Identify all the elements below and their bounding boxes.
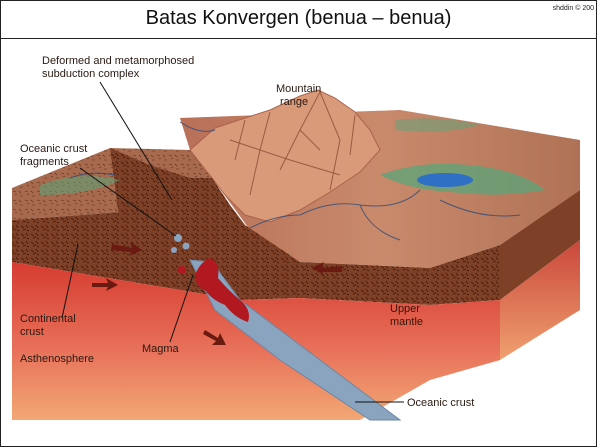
lake	[417, 173, 473, 187]
label-asthenosphere: Asthenosphere	[20, 353, 94, 365]
label-magma: Magma	[142, 343, 180, 355]
label-upper-mantle: Upper mantle	[390, 303, 423, 328]
label-oceanic-crust: Oceanic crust	[407, 397, 474, 409]
fragment-2	[183, 243, 190, 250]
label-deformed: Deformed and metamorphosed subduction co…	[42, 55, 197, 80]
magma-blob	[178, 266, 186, 274]
fragment-3	[171, 247, 177, 253]
